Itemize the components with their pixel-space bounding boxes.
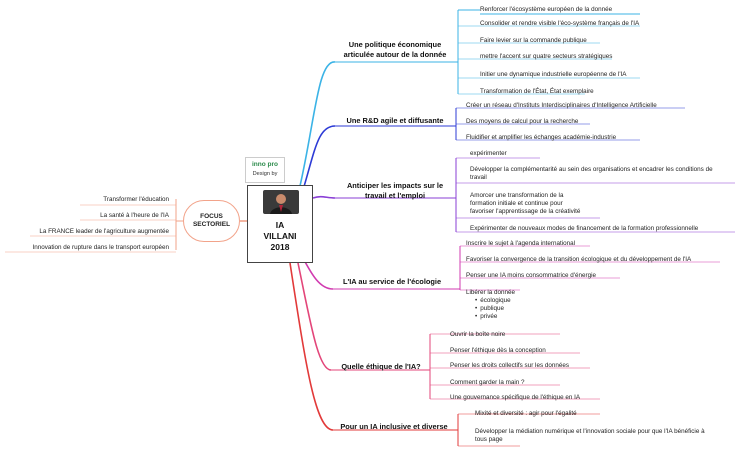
branch-label: Pour un IA inclusive et diverse [340, 422, 448, 431]
branch-ia-inclusive[interactable]: Pour un IA inclusive et diverse [333, 422, 455, 432]
branch-label: Une R&D agile et diffusante [346, 116, 444, 125]
leaf-item[interactable]: Initier une dynamique industrielle europ… [480, 71, 627, 78]
sectoral-item[interactable]: Innovation de rupture dans le transport … [32, 244, 169, 251]
branch-ethique[interactable]: Quelle éthique de l'IA? [331, 362, 431, 372]
leaf-item[interactable]: Consolider et rendre visible l'éco-systè… [480, 20, 640, 27]
leaf-item[interactable]: Penser une IA moins consommatrice d'éner… [466, 272, 597, 279]
leaf-item[interactable]: expérimenter [470, 150, 507, 157]
leaf-item[interactable]: Expérimenter de nouveaux modes de financ… [470, 225, 699, 232]
leaf-item[interactable]: Renforcer l'écosystème européen de la do… [480, 6, 613, 13]
leaf-item[interactable]: Fluidifier et amplifier les échanges aca… [466, 134, 617, 141]
leaf-item[interactable]: Une gouvernance spécifique de l'éthique … [450, 394, 581, 401]
logo-caption: Design by [252, 171, 278, 177]
bullet-item: publique [466, 305, 515, 313]
branch-rd-agile[interactable]: Une R&D agile et diffusante [336, 116, 454, 126]
branch-ecologie[interactable]: L'IA au service de l'écologie [333, 277, 451, 287]
leaf-item[interactable]: favoriser l'apprentissage de la créativi… [470, 208, 581, 215]
branch-label: L'IA au service de l'écologie [342, 277, 442, 286]
central-line-3: 2018 [270, 242, 290, 252]
branch-label: Anticiper les impacts sur le [346, 181, 444, 190]
leaf-item[interactable]: Penser les droits collectifs sur les don… [450, 362, 569, 369]
leaf-item[interactable]: Faire levier sur la commande publique [480, 37, 587, 44]
leaf-item[interactable]: mettre l'accent sur quatre secteurs stra… [480, 53, 613, 60]
leaf-item[interactable]: Inscrire le sujet à l'agenda internation… [466, 240, 576, 247]
branch-impacts-travail[interactable]: Anticiper les impacts sur le travail et … [336, 181, 454, 200]
leaf-item-label: Libérer la donnée [466, 289, 516, 296]
central-line-1: IA [275, 220, 285, 230]
focus-line-2: SECTORIEL [192, 221, 231, 228]
portrait-photo [263, 190, 299, 214]
bullet-item: privée [466, 313, 515, 321]
branch-politique-economique[interactable]: Une politique économique articulée autou… [336, 40, 454, 59]
portrait-icon [270, 194, 292, 214]
sectoral-item[interactable]: La FRANCE leader de l'agriculture augmen… [39, 228, 169, 235]
bullet-item: écologique [466, 297, 515, 305]
branch-label: travail et l'emploi [364, 190, 426, 200]
branch-label: Quelle éthique de l'IA? [341, 362, 421, 371]
leaf-item[interactable]: Mixité et diversité : agir pour l'égalit… [475, 410, 577, 417]
leaf-item[interactable]: tous page [475, 436, 503, 443]
sectoral-item[interactable]: La santé à l'heure de l'IA [100, 212, 169, 219]
sectoral-item[interactable]: Transformer l'éducation [103, 196, 169, 203]
central-line-2: VILLANI [263, 231, 297, 241]
branch-label: Une politique économique [348, 40, 442, 49]
focus-sectoriel-node[interactable]: FOCUS SECTORIEL [183, 200, 240, 242]
leaf-item[interactable]: Ouvrir la boîte noire [450, 331, 506, 338]
leaf-item[interactable]: Transformation de l'État, État exemplair… [480, 88, 594, 95]
leaf-item[interactable]: Favoriser la convergence de la transitio… [466, 256, 692, 263]
logo-brand: inno pro [252, 161, 278, 168]
leaf-item[interactable]: Créer un réseau d'Instituts Interdiscipl… [466, 102, 657, 109]
leaf-item[interactable]: Développer la complémentarité au sein de… [470, 166, 713, 173]
leaf-item[interactable]: Amorcer une transformation de la [470, 192, 564, 199]
innopro-logo: inno pro Design by [245, 157, 285, 183]
leaf-item[interactable]: Des moyens de calcul pour la recherche [466, 118, 579, 125]
central-topic[interactable]: IA VILLANI 2018 [247, 185, 313, 263]
leaf-item[interactable]: formation initiale et continue pour [470, 200, 563, 207]
leaf-item[interactable]: Développer la médiation numérique et l'i… [475, 428, 705, 435]
focus-line-1: FOCUS [200, 213, 223, 220]
leaf-item[interactable]: Penser l'éthique dès la conception [450, 347, 546, 354]
leaf-item[interactable]: travail [470, 174, 487, 181]
leaf-item[interactable]: Comment garder la main ? [450, 379, 525, 386]
branch-label: articulée autour de la donnée [343, 49, 447, 59]
leaf-item[interactable]: Libérer la donnée écologique publique pr… [466, 289, 515, 321]
